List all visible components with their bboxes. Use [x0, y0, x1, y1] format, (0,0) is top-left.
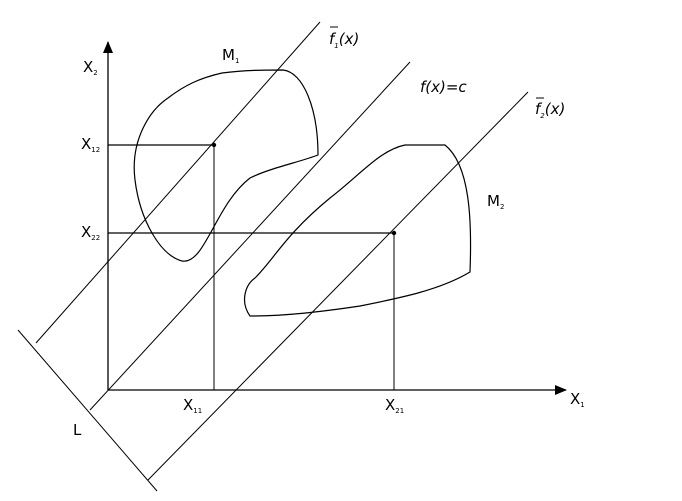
- normal-line-l: [17, 329, 158, 492]
- set-m1-boundary: [133, 69, 319, 262]
- x11-label: X11: [183, 396, 202, 415]
- point-x1: [211, 142, 217, 148]
- point-x2: [391, 230, 397, 236]
- set-m2-boundary: [243, 144, 472, 317]
- set-m1-label: M1: [222, 46, 239, 65]
- level-c-label: f(x)=c: [420, 78, 467, 96]
- x-axis-label: X1: [570, 390, 585, 409]
- level-line-c: [89, 61, 411, 411]
- f1-label: f1(x): [329, 30, 359, 50]
- x12-label: X12: [81, 135, 100, 154]
- set-m2-label: M2: [487, 192, 504, 211]
- x21-label: X21: [385, 396, 404, 415]
- y-axis-label: X2: [83, 58, 98, 77]
- normal-line-label: L: [73, 421, 82, 439]
- level-line-f2: [147, 91, 529, 481]
- f2-label: f2(x): [535, 100, 565, 120]
- x22-label: X22: [81, 223, 100, 242]
- level-line-f1: [35, 21, 321, 344]
